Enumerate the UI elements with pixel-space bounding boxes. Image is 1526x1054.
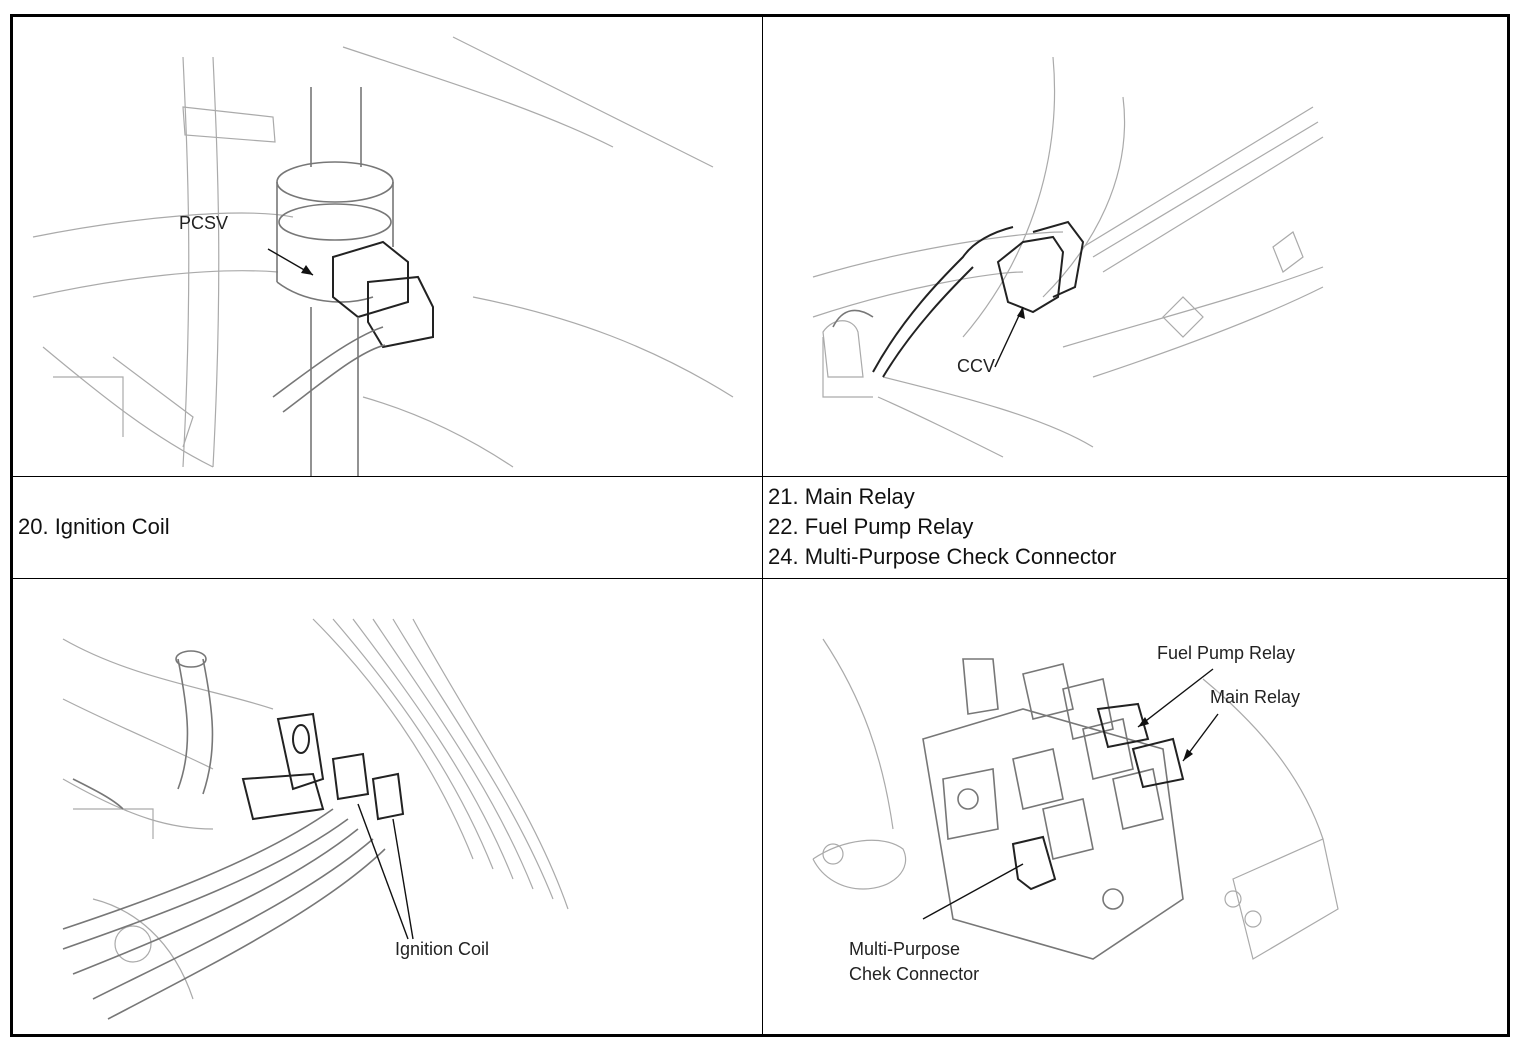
relay-caption-check-connector: 24. Multi-Purpose Check Connector (768, 544, 1117, 569)
row-divider-1 (13, 476, 1507, 477)
ccv-label: CCV (957, 356, 995, 376)
pcsv-figure: PCSV (13, 17, 762, 476)
ignition-coil-label: Ignition Coil (395, 939, 489, 959)
ignition-coil-figure: Ignition Coil (13, 579, 762, 1037)
check-connector-label-line1: Multi-Purpose (849, 939, 960, 959)
pcsv-label: PCSV (179, 213, 228, 233)
check-connector-label-line2: Chek Connector (849, 964, 979, 984)
column-divider (762, 17, 763, 1034)
relay-caption-fuel-pump-relay: 22. Fuel Pump Relay (768, 514, 974, 539)
relay-box-figure: Fuel Pump Relay Main Relay Multi-Purpose… (763, 579, 1510, 1037)
row-divider-2 (13, 578, 1507, 579)
fuel-pump-relay-label: Fuel Pump Relay (1157, 643, 1295, 663)
relay-caption-main-relay: 21. Main Relay (768, 484, 915, 509)
ignition-caption: 20. Ignition Coil (18, 514, 170, 539)
parts-location-table: PCSV CCV (10, 14, 1510, 1037)
main-relay-label: Main Relay (1210, 687, 1300, 707)
relay-caption-list: 21. Main Relay 22. Fuel Pump Relay 24. M… (768, 482, 1117, 572)
ccv-figure: CCV (763, 17, 1510, 476)
